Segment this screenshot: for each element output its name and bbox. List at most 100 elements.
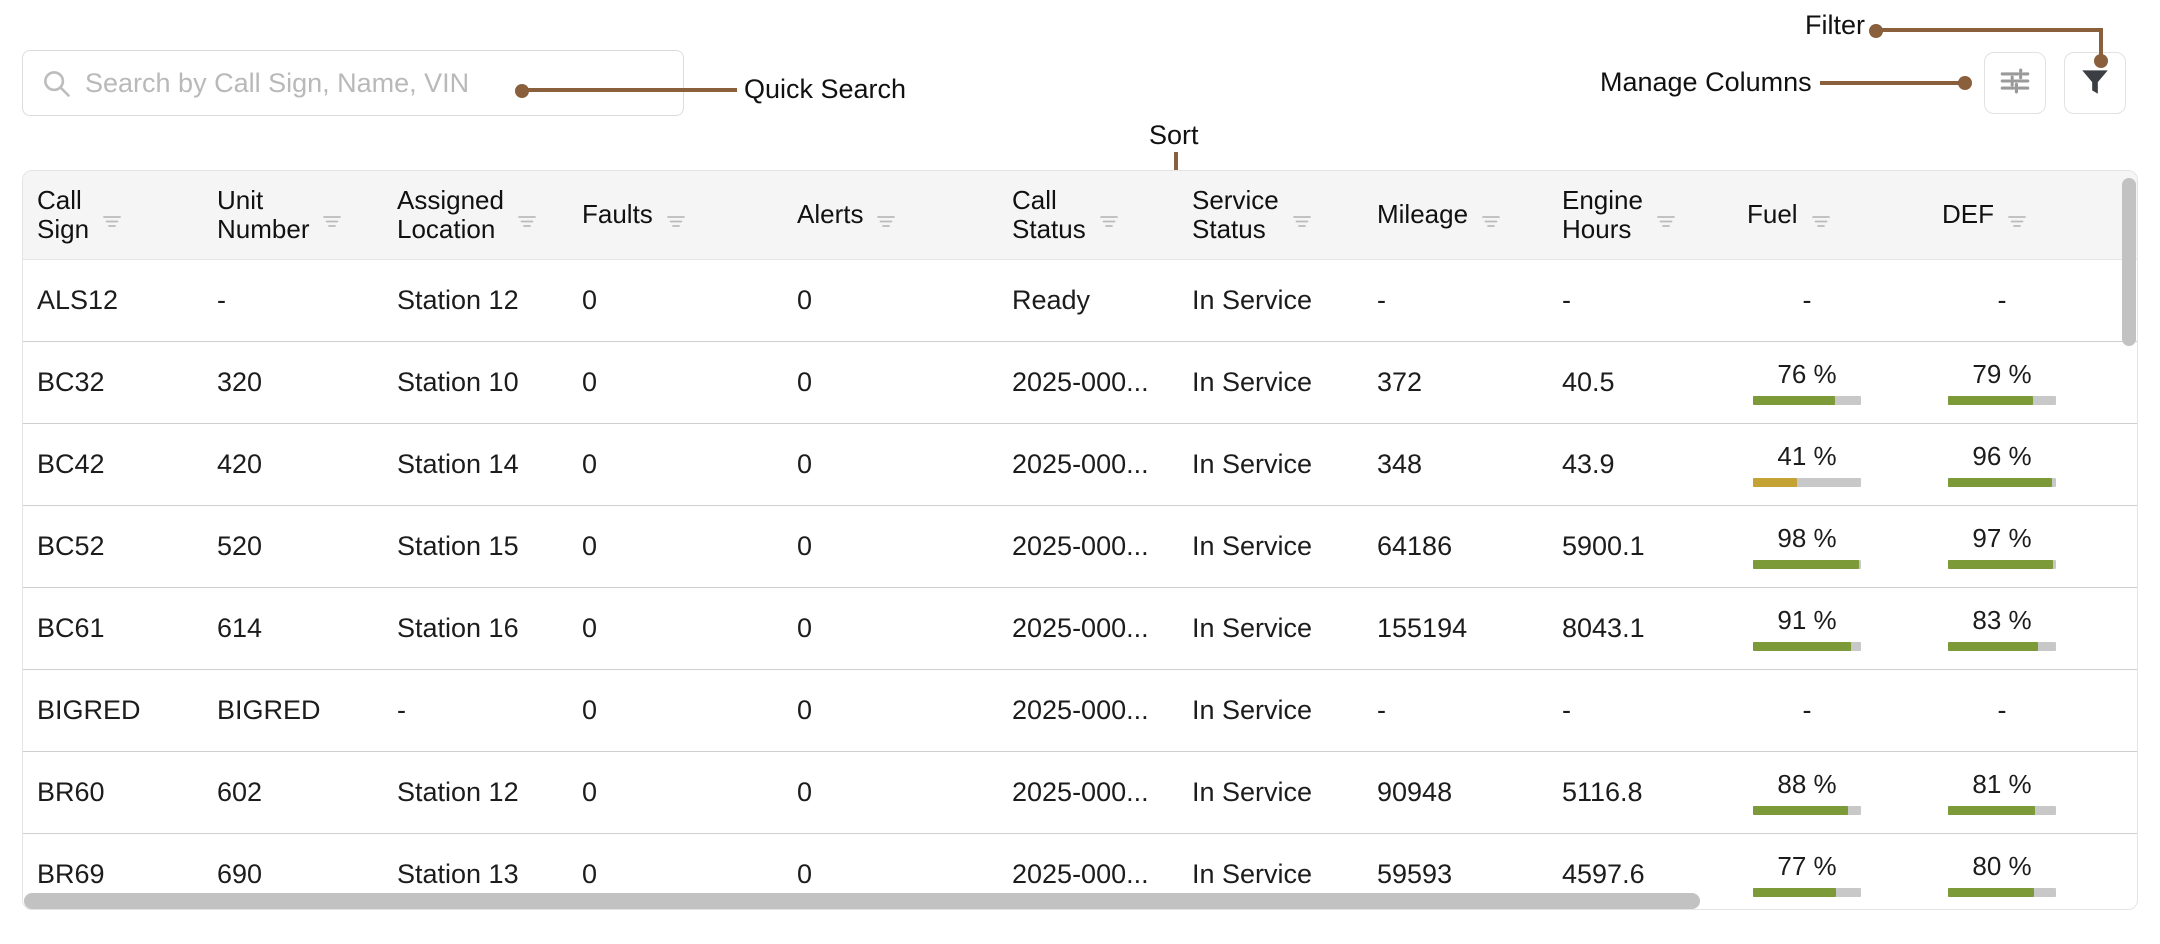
gauge-def: 83 % <box>1942 605 2062 651</box>
cell-fuel: 41 % <box>1733 423 1928 506</box>
sort-icon-faults[interactable] <box>665 206 687 227</box>
cell-mileage: - <box>1363 669 1548 752</box>
gauge-track <box>1948 396 2056 405</box>
cell-faults: 0 <box>568 669 783 752</box>
column-header-mileage[interactable]: Mileage <box>1363 171 1548 260</box>
horizontal-scrollbar[interactable] <box>24 893 1700 909</box>
sort-icon-engine_hours[interactable] <box>1655 206 1677 227</box>
sort-icon-call_status[interactable] <box>1098 206 1120 227</box>
cell-mileage: 372 <box>1363 341 1548 424</box>
gauge-track <box>1753 806 1861 815</box>
gauge-track <box>1948 642 2056 651</box>
gauge-value: 77 % <box>1777 851 1837 882</box>
cell-unit_number: 520 <box>203 505 383 588</box>
cell-engine_hours: 40.5 <box>1548 341 1733 424</box>
gauge-track <box>1948 478 2056 487</box>
vertical-scrollbar[interactable] <box>2122 178 2136 346</box>
sort-icon-assigned_location[interactable] <box>516 206 538 227</box>
column-header-def[interactable]: DEF <box>1928 171 2137 260</box>
cell-call_sign: BIGRED <box>23 669 203 752</box>
sort-icon-alerts[interactable] <box>875 206 897 227</box>
annotation-label-filter: Filter <box>1805 10 1865 40</box>
gauge-track <box>1753 396 1861 405</box>
cell-mileage: 90948 <box>1363 751 1548 834</box>
cell-call_status: 2025-000... <box>998 587 1178 670</box>
annotation-label-manage-columns: Manage Columns <box>1600 67 1812 97</box>
cell-service_status: In Service <box>1178 259 1363 342</box>
sort-icon-service_status[interactable] <box>1291 206 1313 227</box>
cell-engine_hours: 5900.1 <box>1548 505 1733 588</box>
cell-alerts: 0 <box>783 669 998 752</box>
cell-engine_hours: 8043.1 <box>1548 587 1733 670</box>
cell-def: 80 % <box>1928 833 2137 909</box>
annotation-line-filter-v <box>2099 28 2103 62</box>
cell-def: - <box>1928 669 2137 752</box>
column-header-alerts[interactable]: Alerts <box>783 171 998 260</box>
gauge-fuel: 88 % <box>1747 769 1867 815</box>
cell-call_status: 2025-000... <box>998 669 1178 752</box>
search-input[interactable] <box>85 67 665 99</box>
cell-faults: 0 <box>568 423 783 506</box>
cell-def: - <box>1928 259 2137 342</box>
column-header-label: Alerts <box>797 199 864 230</box>
gauge-fuel: 41 % <box>1747 441 1867 487</box>
sliders-icon <box>1998 64 2032 103</box>
cell-call_sign: BC32 <box>23 341 203 424</box>
sort-icon-fuel[interactable] <box>1810 206 1832 227</box>
gauge-fill <box>1948 888 2035 898</box>
column-header-faults[interactable]: Faults <box>568 171 783 260</box>
gauge-value: 81 % <box>1972 769 2032 799</box>
cell-call_sign: BC42 <box>23 423 203 506</box>
sort-icon-call_sign[interactable] <box>101 206 123 227</box>
cell-unit_number: 614 <box>203 587 383 670</box>
gauge-fill <box>1753 478 1798 487</box>
cell-faults: 0 <box>568 751 783 834</box>
gauge-value: 96 % <box>1972 441 2032 471</box>
cell-engine_hours: - <box>1548 259 1733 342</box>
gauge-fill <box>1753 396 1836 405</box>
cell-assigned_location: Station 14 <box>383 423 568 506</box>
cell-fuel: - <box>1733 259 1928 342</box>
sort-icon-def[interactable] <box>2006 206 2028 227</box>
gauge-track <box>1753 642 1861 651</box>
cell-call_status: Ready <box>998 259 1178 342</box>
gauge-fuel: 98 % <box>1747 523 1867 569</box>
gauge-fill <box>1753 642 1852 651</box>
gauge-empty: - <box>1802 694 1812 725</box>
column-header-fuel[interactable]: Fuel <box>1733 171 1928 260</box>
manage-columns-button[interactable] <box>1984 52 2046 114</box>
cell-call_status: 2025-000... <box>998 505 1178 588</box>
gauge-def: 81 % <box>1942 769 2062 815</box>
gauge-value: 91 % <box>1777 605 1837 635</box>
cell-unit_number: - <box>203 259 383 342</box>
cell-faults: 0 <box>568 341 783 424</box>
annotation-dot-filter-end <box>2094 54 2108 68</box>
cell-def: 96 % <box>1928 423 2137 506</box>
search-box[interactable] <box>22 50 684 116</box>
gauge-fill <box>1753 806 1849 815</box>
cell-alerts: 0 <box>783 751 998 834</box>
column-header-label: DEF <box>1942 199 1994 230</box>
cell-assigned_location: Station 12 <box>383 751 568 834</box>
sort-icon-unit_number[interactable] <box>321 206 343 227</box>
sort-icon-mileage[interactable] <box>1480 206 1502 227</box>
annotation-line-manage-columns <box>1820 81 1964 85</box>
